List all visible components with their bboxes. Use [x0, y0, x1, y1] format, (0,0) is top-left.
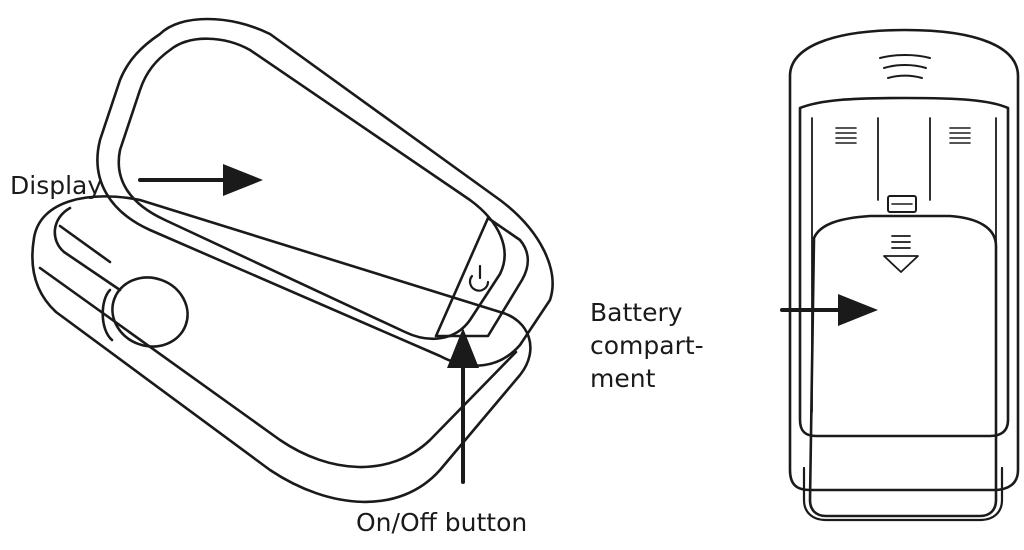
vent-icon — [879, 54, 931, 79]
oximeter-front-view — [31, 17, 554, 504]
oximeter-clip-edge — [53, 206, 122, 292]
battery-label-line-1: Battery — [590, 298, 683, 327]
battery-label-line-2: compart- — [590, 331, 704, 360]
slide-down-arrow-icon — [883, 235, 919, 273]
oximeter-hinge-pin — [111, 276, 189, 348]
back-inner-frame — [798, 96, 1010, 438]
battery-door — [808, 214, 998, 518]
power-icon — [468, 264, 490, 292]
battery-label-line-3: ment — [590, 364, 656, 393]
on-off-button-label: On/Off button — [356, 508, 528, 537]
oximeter-back-view — [788, 28, 1020, 522]
battery-compartment-label: Battery compart- ment — [590, 296, 704, 395]
grille-right — [949, 127, 971, 144]
display-label: Display — [10, 171, 103, 200]
oximeter-base-band — [38, 266, 518, 469]
oximeter-display-panel — [117, 37, 506, 340]
battery-latch — [887, 195, 917, 213]
grille-left — [835, 127, 857, 144]
oximeter-base-outline — [31, 195, 532, 504]
oximeter-upper-shell — [96, 17, 554, 367]
oximeter-button-recess — [434, 216, 530, 338]
